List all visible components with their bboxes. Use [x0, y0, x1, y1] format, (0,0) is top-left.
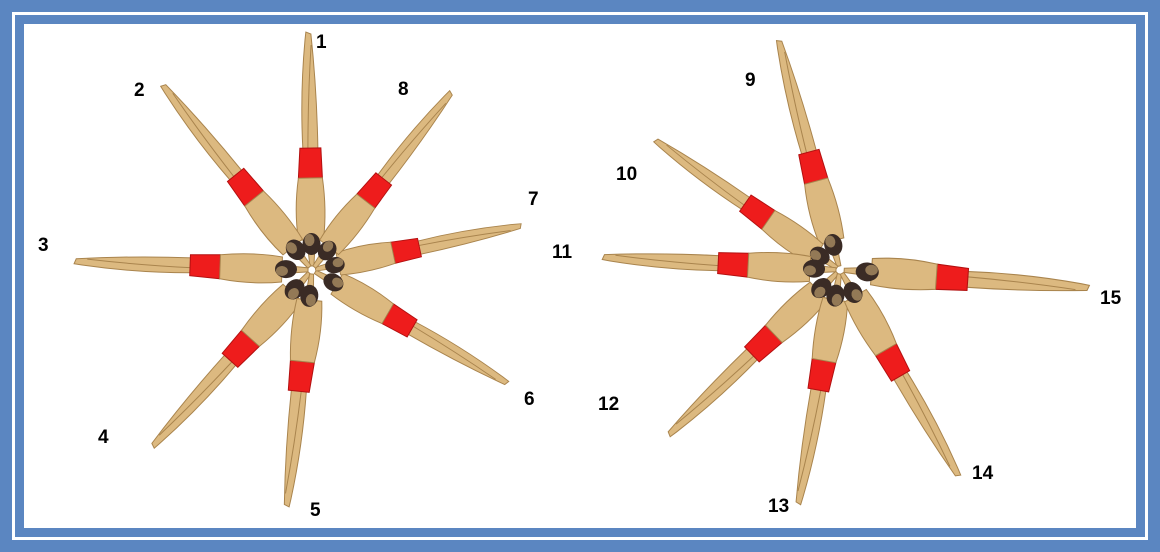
swimmer-figure-icon	[843, 255, 1090, 302]
swimmer-label: 15	[1100, 288, 1122, 309]
swimmer-label: 14	[972, 463, 994, 484]
swimmer-label: 6	[524, 389, 535, 410]
right-formation	[602, 36, 1091, 506]
swimmer-label: 5	[310, 500, 321, 521]
swimmer-label: 8	[398, 79, 409, 100]
swimmer-label: 12	[598, 394, 619, 415]
swimmer-label: 2	[134, 80, 145, 101]
swimmer-label: 13	[768, 496, 789, 517]
swimmer-label: 7	[528, 189, 539, 210]
swimmer-label: 3	[38, 235, 49, 256]
swimmer-figure-icon	[74, 248, 309, 285]
swimmer-label: 9	[745, 70, 756, 91]
swimmer-label: 11	[552, 242, 573, 263]
swimmer-label: 1	[316, 32, 327, 53]
swimmer-figure-icon	[830, 266, 972, 483]
swimmer-label: 4	[98, 427, 109, 448]
swimmer-figure-icon	[293, 32, 326, 266]
swimmer-figure-icon	[309, 260, 515, 395]
swimmer-figure-icon	[151, 76, 321, 276]
swimmer-label: 10	[616, 164, 637, 185]
left-formation	[74, 32, 525, 508]
